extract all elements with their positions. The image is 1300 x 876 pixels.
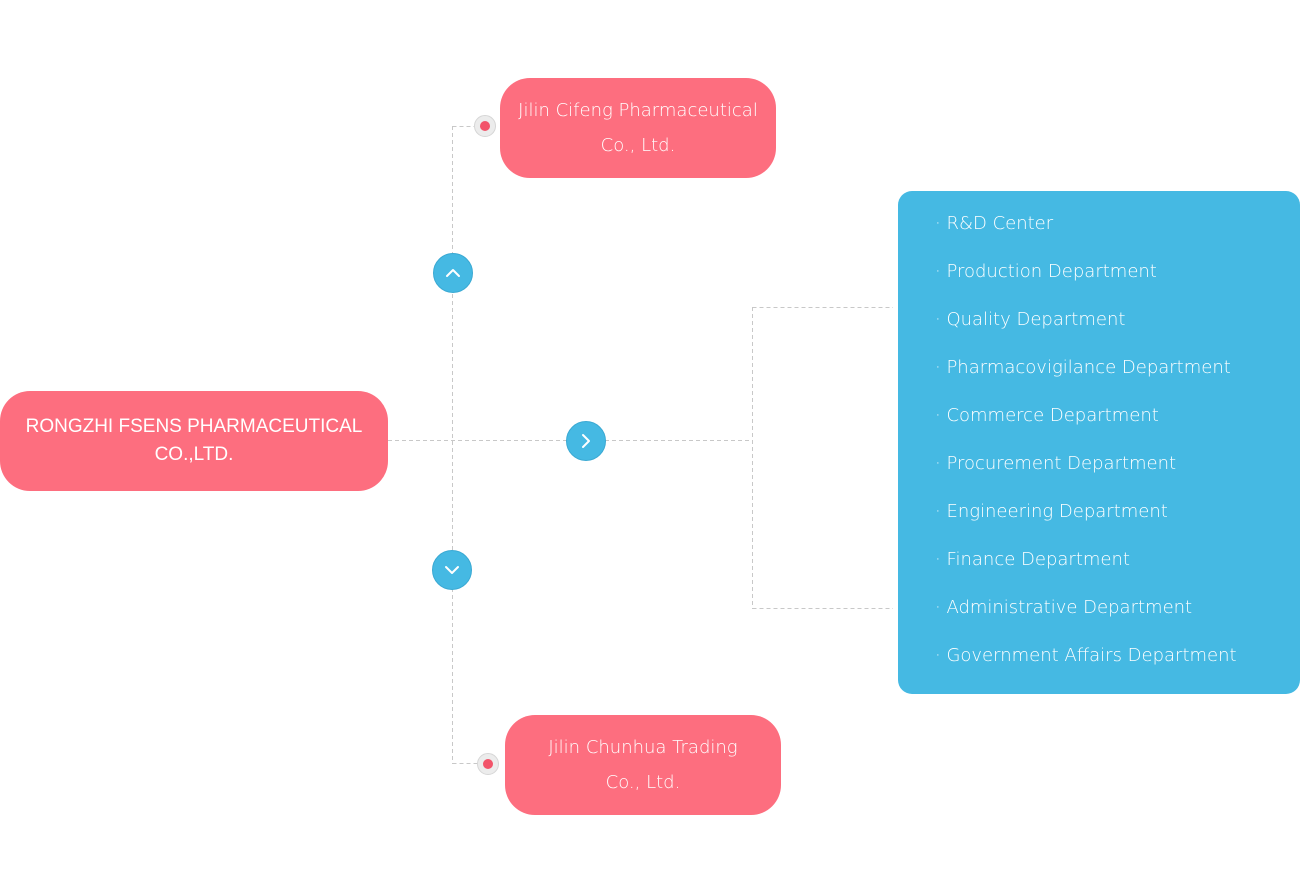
connector-dot-icon (474, 115, 496, 137)
subsidiary-name-line2: Co., Ltd. (605, 772, 681, 793)
department-item: · Production Department (935, 261, 1157, 282)
root-company-name-line1: RONGZHI FSENS PHARMACEUTICAL (25, 416, 363, 437)
chevron-up-icon (446, 269, 460, 277)
expand-right-button[interactable] (566, 421, 606, 461)
department-panel: · R&D Center · Production Department · Q… (898, 191, 1300, 694)
department-list: · R&D Center · Production Department · Q… (935, 199, 1300, 679)
department-item: · Procurement Department (935, 453, 1177, 474)
department-item: · Pharmacovigilance Department (935, 357, 1231, 378)
subsidiary-name-line1: Jilin Chunhua Trading (548, 737, 738, 758)
chevron-right-icon (582, 434, 590, 448)
department-item: · Engineering Department (935, 501, 1168, 522)
department-item: · Government Affairs Department (935, 645, 1237, 666)
department-item: · R&D Center (935, 213, 1054, 234)
department-item: · Commerce Department (935, 405, 1159, 426)
subsidiary-node-chunhua: Jilin Chunhua Trading Co., Ltd. (505, 715, 781, 815)
department-item: · Quality Department (935, 309, 1126, 330)
department-item: · Administrative Department (935, 597, 1193, 618)
expand-up-button[interactable] (433, 253, 473, 293)
connector-dot-icon (477, 753, 499, 775)
subsidiary-name-line2: Co., Ltd. (600, 135, 676, 156)
root-company-node: RONGZHI FSENS PHARMACEUTICAL CO.,LTD. (0, 391, 388, 491)
subsidiary-node-cifeng: Jilin Cifeng Pharmaceutical Co., Ltd. (500, 78, 776, 178)
subsidiary-name-line1: Jilin Cifeng Pharmaceutical (518, 100, 758, 121)
root-company-name-line2: CO.,LTD. (154, 444, 234, 465)
department-item: · Finance Department (935, 549, 1130, 570)
chevron-down-icon (445, 566, 459, 574)
expand-down-button[interactable] (432, 550, 472, 590)
